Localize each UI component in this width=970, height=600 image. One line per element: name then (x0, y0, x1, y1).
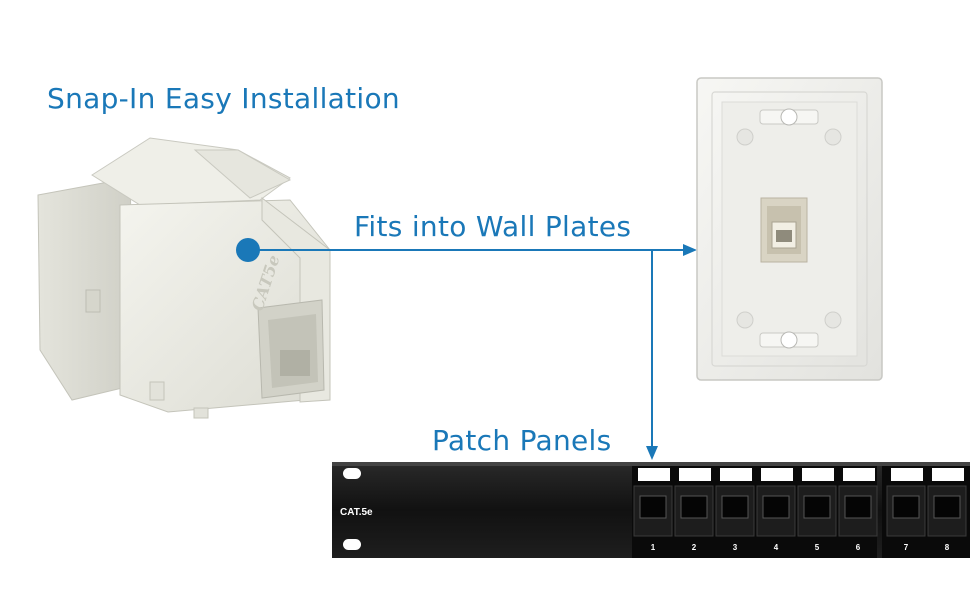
port-number: 7 (904, 543, 909, 552)
patch-port: 4 (756, 468, 796, 552)
patch-port: 8 (927, 468, 967, 552)
patch-port: 3 (715, 468, 755, 552)
rj45-socket (639, 495, 667, 519)
patch-port: 5 (797, 468, 837, 552)
arrow-head-patch-panel (646, 446, 658, 460)
rj45-socket (680, 495, 708, 519)
port-label-strip (843, 468, 875, 481)
port-number: 8 (945, 543, 950, 552)
port-label-strip (679, 468, 711, 481)
callout-patch-panels: Patch Panels (432, 424, 612, 457)
rj45-socket (844, 495, 872, 519)
rj45-socket (892, 495, 920, 519)
pointer-dot (236, 238, 260, 262)
callout-arrows (236, 238, 697, 460)
wall-plate-image (696, 77, 883, 381)
rj45-socket (721, 495, 749, 519)
patch-port: 6 (838, 468, 878, 552)
panel-label: CAT.5e (340, 507, 373, 518)
port-label-strip (638, 468, 670, 481)
patch-port: 7 (886, 468, 926, 552)
port-label-strip (932, 468, 964, 481)
port-number: 4 (774, 543, 779, 552)
patch-panel-ports: 1 2 3 4 5 6 7 8 (633, 468, 967, 552)
port-label-strip (891, 468, 923, 481)
rj45-socket (762, 495, 790, 519)
port-number: 2 (692, 543, 697, 552)
port-number: 1 (651, 543, 656, 552)
port-label-strip (720, 468, 752, 481)
port-number: 3 (733, 543, 738, 552)
patch-port: 1 (633, 468, 673, 552)
patch-port: 2 (674, 468, 714, 552)
port-label-strip (802, 468, 834, 481)
port-number: 6 (856, 543, 861, 552)
callout-wall-plates: Fits into Wall Plates (354, 210, 632, 243)
keystone-jack-image: CAT5e (37, 137, 331, 419)
port-label-strip (761, 468, 793, 481)
headline: Snap-In Easy Installation (47, 82, 400, 115)
port-number: 5 (815, 543, 820, 552)
arrow-head-wall-plate (683, 244, 697, 256)
rj45-socket (933, 495, 961, 519)
rj45-socket (803, 495, 831, 519)
